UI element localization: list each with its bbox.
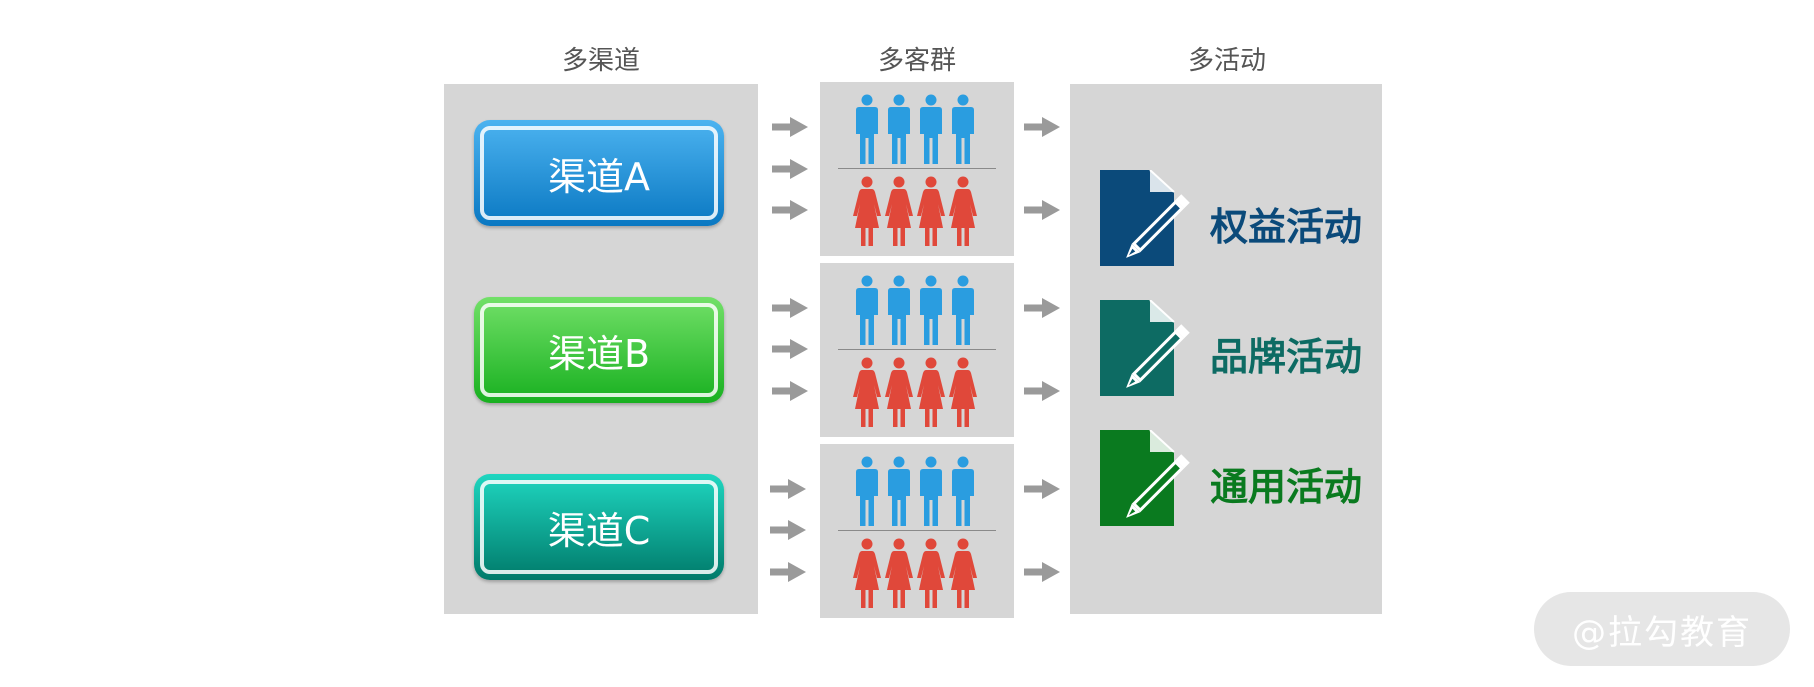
document-pen-icon: [1100, 299, 1190, 396]
channels-column-title: 多渠道: [561, 46, 640, 76]
female-person-icon: [917, 357, 945, 427]
arrow-right-icon: [772, 200, 808, 220]
arrow-right-icon: [772, 339, 808, 359]
arrow-right-icon: [1024, 381, 1060, 401]
arrow-right-icon: [770, 520, 806, 540]
arrow-right-icon: [772, 159, 808, 179]
customer-group-box-3: [820, 444, 1014, 618]
channel-a-label: 渠道A: [480, 126, 718, 220]
male-person-icon: [920, 275, 942, 345]
channel-b-label: 渠道B: [480, 303, 718, 397]
male-figures: [854, 456, 984, 528]
arrow-right-icon: [770, 479, 806, 499]
male-person-icon: [856, 94, 878, 164]
channels-panel: 渠道A 渠道B 渠道C: [444, 84, 758, 614]
group-divider: [838, 530, 996, 531]
female-person-icon: [853, 538, 881, 608]
channel-b-button[interactable]: 渠道B: [474, 297, 724, 403]
channel-c-label: 渠道C: [480, 480, 718, 574]
female-person-icon: [949, 176, 977, 246]
female-person-icon: [885, 357, 913, 427]
male-figures: [854, 275, 984, 347]
male-figures: [854, 94, 984, 166]
male-person-icon: [952, 456, 974, 526]
male-person-icon: [952, 275, 974, 345]
male-person-icon: [920, 94, 942, 164]
groups-column-title: 多客群: [877, 46, 956, 76]
arrow-right-icon: [772, 117, 808, 137]
arrow-right-icon: [1024, 562, 1060, 582]
male-person-icon: [888, 456, 910, 526]
female-figures: [853, 176, 984, 248]
activity-label-brand: 品牌活动: [1210, 335, 1363, 379]
male-person-icon: [888, 94, 910, 164]
female-person-icon: [949, 538, 977, 608]
male-person-icon: [952, 94, 974, 164]
activities-panel: 权益活动 品牌活动 通用活动: [1070, 84, 1382, 614]
channel-c-button[interactable]: 渠道C: [474, 474, 724, 580]
female-person-icon: [853, 176, 881, 246]
female-figures: [853, 357, 984, 429]
female-person-icon: [885, 538, 913, 608]
arrow-right-icon: [1024, 117, 1060, 137]
arrow-right-icon: [1024, 479, 1060, 499]
female-figures: [853, 538, 984, 610]
female-person-icon: [885, 176, 913, 246]
watermark: @拉勾教育: [1534, 592, 1790, 666]
group-divider: [838, 349, 996, 350]
female-person-icon: [917, 538, 945, 608]
activity-label-general: 通用活动: [1210, 465, 1363, 509]
document-pen-icon: [1100, 429, 1190, 526]
group-divider: [838, 168, 996, 169]
male-person-icon: [920, 456, 942, 526]
arrow-right-icon: [770, 562, 806, 582]
document-pen-icon: [1100, 169, 1190, 266]
male-person-icon: [888, 275, 910, 345]
male-person-icon: [856, 275, 878, 345]
activities-column-title: 多活动: [1187, 46, 1266, 76]
female-person-icon: [917, 176, 945, 246]
male-person-icon: [856, 456, 878, 526]
customer-group-box-1: [820, 82, 1014, 256]
channel-a-button[interactable]: 渠道A: [474, 120, 724, 226]
female-person-icon: [853, 357, 881, 427]
arrow-right-icon: [1024, 200, 1060, 220]
arrow-right-icon: [772, 381, 808, 401]
arrow-right-icon: [772, 298, 808, 318]
female-person-icon: [949, 357, 977, 427]
customer-group-box-2: [820, 263, 1014, 437]
arrow-right-icon: [1024, 298, 1060, 318]
activity-label-benefits: 权益活动: [1210, 205, 1363, 249]
